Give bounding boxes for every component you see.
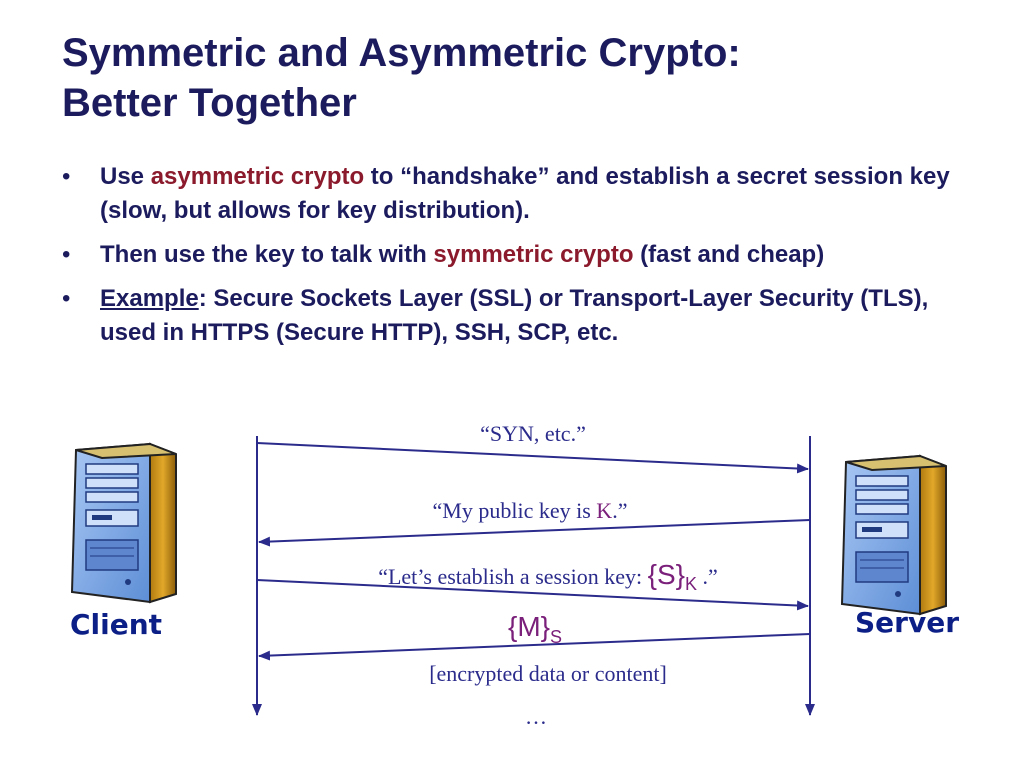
arrow-encrypted-data <box>258 633 811 661</box>
arrow-public-key <box>258 519 811 547</box>
message-ellipsis: … <box>525 704 547 729</box>
message-data: {M}S <box>508 611 562 647</box>
bullet-dot: • <box>62 163 71 190</box>
message-session-key: “Let’s establish a session key: {S}K .” <box>378 559 718 594</box>
bullet-item-symmetric: • Then use the key to talk with symmetri… <box>62 238 982 272</box>
bullet-dot: • <box>62 241 71 268</box>
bullet-text-post: : Secure Sockets Layer (SSL) or Transpor… <box>100 285 929 346</box>
client-computer-icon <box>70 442 177 604</box>
bullet-underlined: Example <box>100 285 199 312</box>
bullet-item-example: • Example: Secure Sockets Layer (SSL) or… <box>62 282 982 350</box>
message-public-key-k: K <box>596 498 612 523</box>
message-public-key: “My public key is K.” <box>433 498 628 523</box>
client-label: Client <box>70 608 162 641</box>
server-label: Server <box>855 606 959 639</box>
bullet-highlight: asymmetric crypto <box>150 163 365 190</box>
message-public-key-post: .” <box>612 498 627 523</box>
message-session-key-post: .” <box>697 564 718 589</box>
bullet-highlight: symmetric crypto <box>433 241 634 268</box>
bullet-dot: • <box>62 285 71 312</box>
bullet-text-pre: Use <box>100 163 151 190</box>
message-syn: “SYN, etc.” <box>480 421 586 446</box>
title-line-2: Better Together <box>62 81 357 125</box>
bullet-text-pre: Then use the key to talk with <box>100 241 434 268</box>
bullet-text-post: (fast and cheap) <box>633 241 825 268</box>
server-computer-icon <box>840 454 947 616</box>
bullet-list: • Use asymmetric crypto to “handshake” a… <box>62 160 982 360</box>
message-data-braced: {M} <box>508 611 550 642</box>
message-encrypted-content: [encrypted data or content] <box>429 661 667 686</box>
arrow-syn <box>256 442 809 474</box>
message-session-key-pre: “Let’s establish a session key: <box>378 564 647 589</box>
bullet-text-post: to “handshake” and establish a secret se… <box>100 163 950 224</box>
message-public-key-pre: “My public key is <box>433 498 597 523</box>
message-session-key-sub: K <box>685 574 697 594</box>
message-session-key-braced: {S} <box>648 559 685 590</box>
bullet-item-handshake: • Use asymmetric crypto to “handshake” a… <box>62 160 982 228</box>
message-data-sub: S <box>550 627 562 647</box>
arrow-session-key <box>256 579 809 611</box>
page-title: Symmetric and Asymmetric Crypto: Better … <box>62 28 962 128</box>
title-line-1: Symmetric and Asymmetric Crypto: <box>62 31 741 75</box>
